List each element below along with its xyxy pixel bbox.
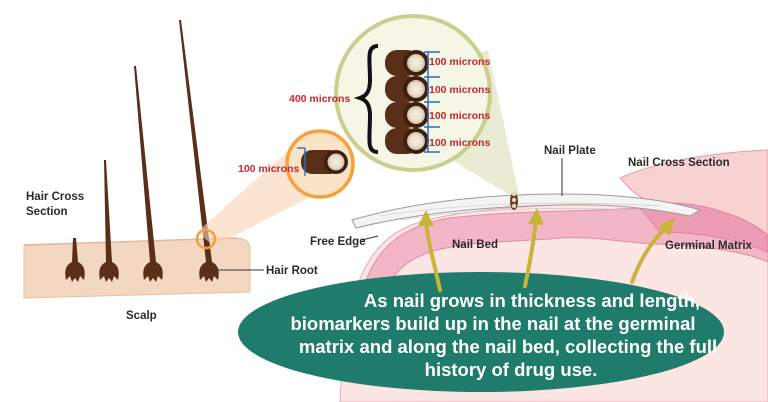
nail-layer-4-label: 100 microns <box>429 137 490 149</box>
caption-line-2: biomarkers build up in the nail at the g… <box>290 313 695 334</box>
nail-layer-2-label: 100 microns <box>429 84 490 96</box>
nail-cross-section-label: Nail Cross Section <box>628 157 730 169</box>
scalp-label: Scalp <box>126 310 157 322</box>
nail-layer-3-label: 100 microns <box>429 110 490 122</box>
hair-segment-label: 100 microns <box>238 163 299 175</box>
nail-total-thickness-label: 400 microns <box>289 93 350 105</box>
scalp-block <box>23 237 251 299</box>
nail-plate-label: Nail Plate <box>544 145 596 157</box>
hair-strand-4 <box>179 20 219 282</box>
nail-layer-stack <box>385 50 429 154</box>
nail-zoom-callout <box>334 14 519 195</box>
hair-cross-section-label-line2: Section <box>26 206 68 218</box>
germinal-matrix-tissue <box>639 202 768 253</box>
scalp-illustration <box>23 237 251 299</box>
growth-arrow-1 <box>424 220 442 292</box>
hair-zoom-callout <box>195 129 355 250</box>
free-edge-leader <box>361 235 379 241</box>
nail-bed-tissue <box>359 207 768 311</box>
hair-root-label: Hair Root <box>266 265 318 277</box>
caption-line-1: As nail grows in thickness and length, <box>364 290 700 311</box>
hair-cross-section-label: Hair Cross <box>26 191 84 203</box>
caption-line-4: history of drug use. <box>425 359 598 380</box>
germinal-matrix-label: Germinal Matrix <box>665 240 753 252</box>
nail-layer-1-label: 100 microns <box>429 56 490 68</box>
caption-banner: As nail grows in thickness and length, b… <box>238 272 724 392</box>
hair-strand-2 <box>99 160 119 282</box>
growth-arrow-2 <box>523 218 538 288</box>
growth-arrowheads <box>418 208 675 236</box>
nail-plate-shape <box>351 193 702 229</box>
free-edge-label: Free Edge <box>310 236 366 248</box>
hair-strands <box>65 20 219 282</box>
hair-strand-1 <box>65 238 85 282</box>
caption-line-3: matrix and along the nail bed, collectin… <box>299 336 717 357</box>
layer-measure-ticks <box>424 51 440 153</box>
total-thickness-brace <box>353 44 379 154</box>
nail-bed-label: Nail Bed <box>452 239 498 251</box>
hair-strand-3 <box>134 66 163 282</box>
